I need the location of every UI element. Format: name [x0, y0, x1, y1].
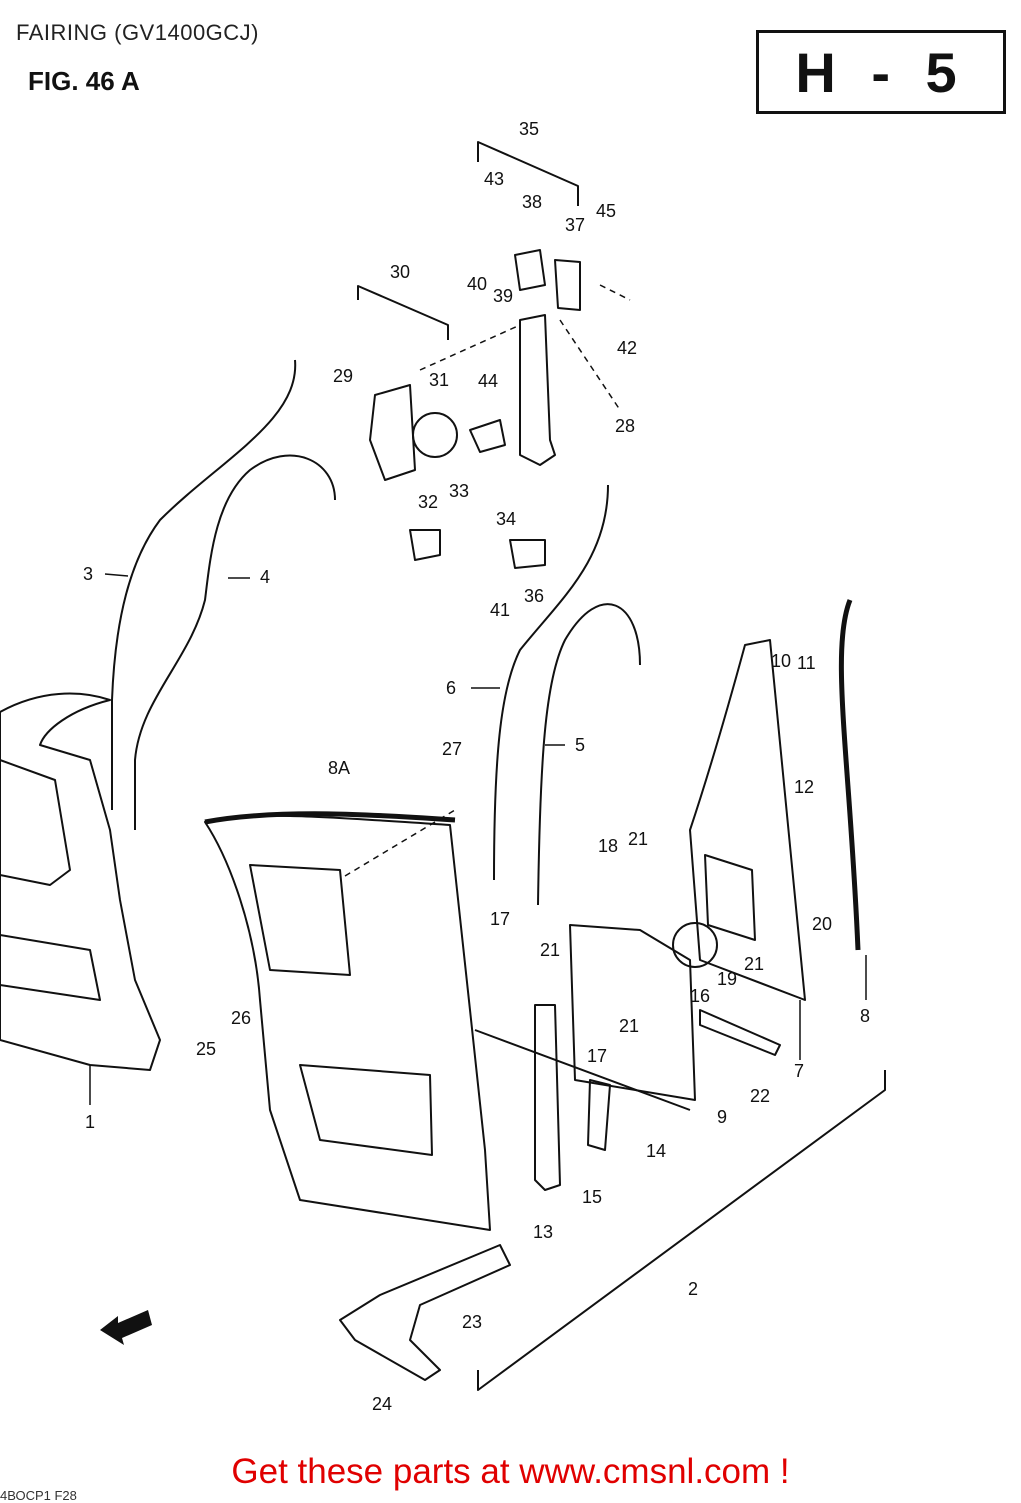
part-32-clip: [409, 529, 441, 561]
part-6-cable: [493, 484, 609, 881]
part-23-bracket: [339, 1244, 511, 1381]
callout-21d: 21: [619, 1016, 639, 1036]
callout-21c: 21: [744, 954, 764, 974]
part-37-plate: [554, 259, 581, 311]
callout-21a: 21: [628, 829, 648, 849]
callout-31: 31: [429, 370, 449, 390]
group-bracket-30: [357, 285, 449, 340]
callout-13: 13: [533, 1222, 553, 1242]
part-38-lock: [514, 249, 546, 291]
callout-26: 26: [231, 1008, 251, 1028]
part-13-rail: [534, 1004, 561, 1191]
group-bracket-2: [477, 1070, 886, 1391]
callout-36: 36: [524, 586, 544, 606]
part-16-gear: [672, 922, 718, 968]
callout-21b: 21: [540, 940, 560, 960]
callout-32: 32: [418, 492, 438, 512]
callout-17a: 17: [490, 909, 510, 929]
part-8-rubber-strip: [838, 599, 861, 951]
part-4-cable: [134, 454, 336, 830]
callout-41: 41: [490, 600, 510, 620]
callout-1: 1: [85, 1112, 95, 1132]
callout-8: 8: [860, 1006, 870, 1026]
callout-45: 45: [596, 201, 616, 221]
part-31-motor-housing: [369, 384, 416, 481]
callout-16: 16: [690, 986, 710, 1006]
callout-23: 23: [462, 1312, 482, 1332]
callout-39: 39: [493, 286, 513, 306]
part-7-slot: [704, 854, 756, 941]
footer-drawing-code: 4ВОСР1 F28: [0, 1488, 77, 1503]
part-3-cable: [111, 359, 297, 810]
direction-arrow-icon: [100, 1310, 152, 1345]
callout-42: 42: [617, 338, 637, 358]
part-2-lower-opening: [299, 1064, 433, 1156]
part-15-rail: [587, 1079, 611, 1151]
section-code-box: H - 5: [756, 30, 1006, 114]
part-14-lower-bar: [474, 1029, 691, 1111]
callout-30: 30: [390, 262, 410, 282]
part-22-rail: [699, 1009, 781, 1056]
part-1-fairing-shell: [0, 692, 161, 1071]
footer-cta-link[interactable]: Get these parts at www.cmsnl.com !: [231, 1452, 790, 1491]
callout-18: 18: [598, 836, 618, 856]
part-5-cable: [537, 603, 641, 906]
callout-19: 19: [717, 969, 737, 989]
callout-14: 14: [646, 1141, 666, 1161]
part-1-window: [0, 759, 71, 886]
callout-7: 7: [794, 1061, 804, 1081]
callout-28: 28: [615, 416, 635, 436]
callout-33: 33: [449, 481, 469, 501]
callout-17b: 17: [587, 1046, 607, 1066]
callout-37: 37: [565, 215, 585, 235]
callout-27: 27: [442, 739, 462, 759]
callout-34: 34: [496, 509, 516, 529]
callout-12: 12: [794, 777, 814, 797]
callout-8a: 8A: [328, 758, 350, 778]
callout-20: 20: [812, 914, 832, 934]
callout-35: 35: [519, 119, 539, 139]
callout-5: 5: [575, 735, 585, 755]
part-14-motor-plate: [569, 924, 696, 1101]
callout-2: 2: [688, 1279, 698, 1299]
part-44-clip: [469, 419, 506, 453]
callout-38: 38: [522, 192, 542, 212]
callout-15: 15: [582, 1187, 602, 1207]
callout-3: 3: [83, 564, 93, 584]
part-8a-trim: [204, 811, 456, 825]
part-7-window-panel: [689, 639, 806, 1001]
callout-40: 40: [467, 274, 487, 294]
callout-6: 6: [446, 678, 456, 698]
callout-24: 24: [372, 1394, 392, 1414]
callout-11: 11: [797, 653, 816, 673]
callout-4: 4: [260, 567, 270, 587]
page-title: FAIRING (GV1400GCJ): [16, 20, 260, 45]
part-31-motor: [412, 412, 458, 458]
part-2-upper-opening: [249, 864, 351, 976]
callout-22: 22: [750, 1086, 770, 1106]
callout-10: 10: [771, 651, 791, 671]
figure-label: FIG. 46 A: [28, 66, 140, 96]
part-36-clip: [509, 539, 546, 569]
callout-44: 44: [478, 371, 498, 391]
callout-29: 29: [333, 366, 353, 386]
callout-25: 25: [196, 1039, 216, 1059]
callout-9: 9: [717, 1107, 727, 1127]
callout-43: 43: [484, 169, 504, 189]
part-35-bracket: [519, 314, 556, 466]
group-bracket-35: [477, 141, 579, 206]
